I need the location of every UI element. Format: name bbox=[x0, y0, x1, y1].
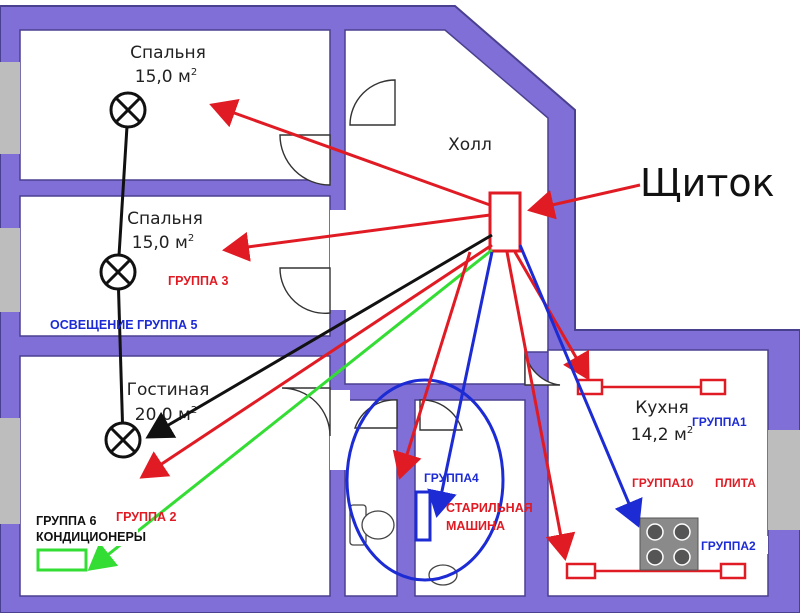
panel-title-bg bbox=[590, 150, 800, 212]
bedroom2-name: Спальня bbox=[127, 209, 203, 229]
wire-red bbox=[222, 213, 491, 262]
window bbox=[0, 62, 20, 154]
doors bbox=[279, 79, 561, 437]
toilet-bowl bbox=[361, 510, 395, 540]
stove-icon bbox=[639, 517, 699, 571]
door-arc bbox=[281, 387, 331, 437]
kitchen-name: Кухня bbox=[635, 398, 689, 418]
wires bbox=[87, 99, 643, 571]
label-bg bbox=[700, 536, 768, 554]
label-group1: ГРУППА1 bbox=[692, 415, 747, 429]
window bbox=[0, 418, 20, 524]
wire-red bbox=[139, 243, 493, 479]
wire-red bbox=[392, 251, 472, 480]
label-bg bbox=[28, 510, 138, 546]
lighting-circuit bbox=[99, 91, 147, 459]
lamp-icon bbox=[104, 421, 142, 459]
door-arc bbox=[419, 399, 463, 431]
label-group4: ГРУППА4 bbox=[424, 471, 479, 485]
outlet bbox=[699, 378, 727, 396]
label-group6: ГРУППА 6 bbox=[36, 514, 97, 528]
door-arc bbox=[279, 134, 331, 186]
bedroom1-area: 15,0 м2 bbox=[135, 67, 197, 87]
label-group2: ГРУППА 2 bbox=[116, 510, 177, 524]
window bbox=[0, 228, 20, 312]
windows bbox=[0, 62, 800, 530]
label-air-conditioners: КОНДИЦИОНЕРЫ bbox=[36, 530, 146, 544]
wire-red bbox=[505, 251, 576, 561]
living-name: Гостиная bbox=[127, 380, 210, 400]
wc-floor bbox=[344, 399, 398, 597]
door-arc bbox=[279, 267, 331, 314]
group-labels: ГРУППА 3 ОСВЕЩЕНИЕ ГРУППА 5 ГРУППА 2 ГРУ… bbox=[36, 274, 756, 553]
wire-black bbox=[145, 233, 493, 439]
label-group2-kitchen: ГРУППА2 bbox=[701, 539, 756, 553]
distribution-panel[interactable] bbox=[488, 191, 522, 253]
bathroom-group-circle bbox=[345, 378, 505, 582]
bedroom2-area: 15,0 м2 bbox=[132, 233, 194, 253]
wire-red bbox=[513, 251, 590, 381]
wire-red bbox=[527, 183, 641, 220]
window bbox=[768, 430, 800, 530]
hall-floor bbox=[344, 29, 549, 385]
kitchen-outlets bbox=[565, 378, 747, 580]
label-group10: ГРУППА10 bbox=[632, 476, 694, 490]
label-washing-line1: СТАРИЛЬНАЯ bbox=[446, 501, 533, 515]
door-arc bbox=[349, 79, 396, 126]
outlet bbox=[565, 562, 597, 580]
wire-blue bbox=[427, 251, 494, 518]
wire-blue bbox=[518, 244, 643, 528]
bedroom1-name: Спальня bbox=[130, 43, 206, 63]
wire-green bbox=[87, 248, 493, 571]
lamp-icon bbox=[99, 253, 137, 291]
label-lighting-group5: ОСВЕЩЕНИЕ ГРУППА 5 bbox=[50, 318, 198, 332]
label-stove: ПЛИТА bbox=[715, 476, 756, 490]
label-group3: ГРУППА 3 bbox=[168, 274, 229, 288]
corridor-floor-2 bbox=[330, 390, 350, 470]
lamp-icon bbox=[109, 91, 147, 129]
label-washing-line2: МАШИНА bbox=[446, 519, 505, 533]
corridor-floor bbox=[330, 210, 350, 310]
walls bbox=[0, 5, 800, 613]
air-conditioner-icon bbox=[36, 548, 88, 572]
fixtures bbox=[349, 504, 458, 586]
bedroom2-floor bbox=[19, 195, 331, 337]
panel-title: Щиток bbox=[640, 161, 775, 205]
outlet bbox=[719, 562, 747, 580]
wire-red bbox=[209, 99, 491, 207]
kitchen-area: 14,2 м2 bbox=[631, 425, 693, 445]
hall-name: Холл bbox=[448, 135, 492, 155]
